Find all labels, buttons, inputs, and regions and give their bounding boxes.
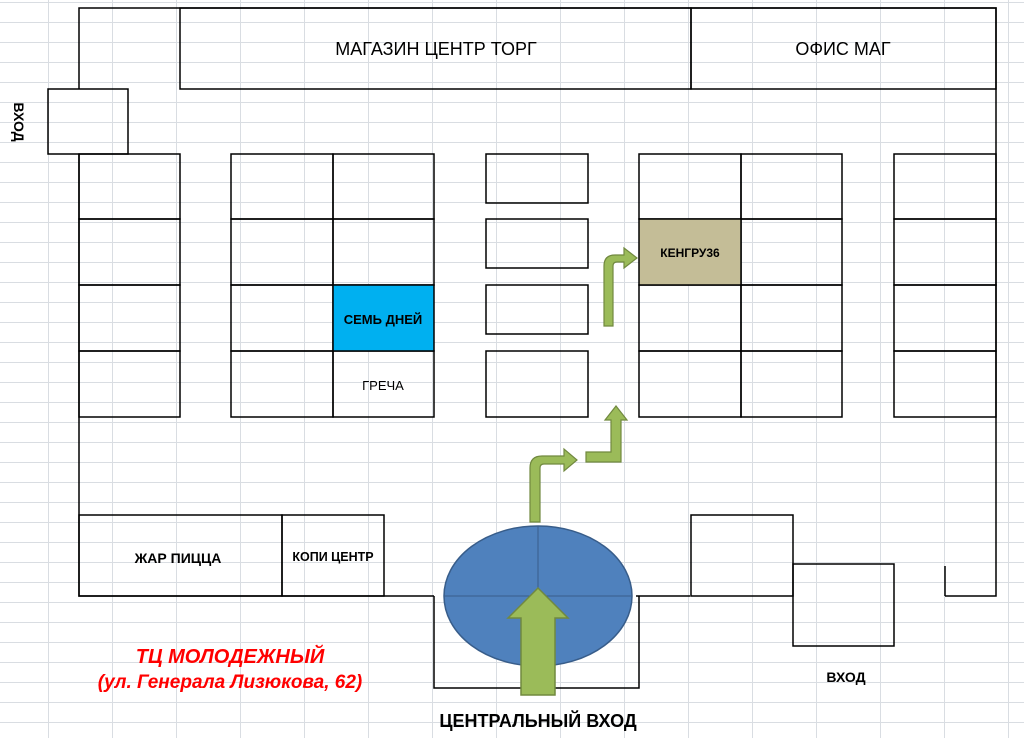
stall	[638, 153, 742, 220]
stall	[332, 218, 435, 286]
mall-address: (ул. Генерала Лизюкова, 62)	[97, 672, 363, 693]
stall	[893, 284, 997, 352]
stall	[78, 153, 181, 220]
up-arrow-icon	[506, 586, 570, 696]
stall	[740, 153, 843, 220]
stall	[230, 218, 334, 286]
stall	[690, 514, 794, 597]
store-semdney-label: СЕМЬ ДНЕЙ	[344, 312, 423, 327]
stall	[78, 218, 181, 286]
entrance-left-label: ВХОД	[11, 102, 27, 141]
stall	[230, 153, 334, 220]
route-arrow-icon	[529, 447, 578, 523]
stall	[893, 153, 997, 220]
stall	[78, 284, 181, 352]
store-ofis-label: ОФИС МАГ	[795, 39, 891, 59]
store-magazin-label: МАГАЗИН ЦЕНТР ТОРГ	[335, 39, 537, 59]
entrance-left-box	[47, 88, 129, 155]
central-entrance-label: ЦЕНТРАЛЬНЫЙ ВХОД	[439, 710, 637, 731]
stall	[740, 284, 843, 352]
stall	[638, 350, 742, 418]
stall	[740, 218, 843, 286]
route-arrow-icon	[603, 246, 638, 327]
store-kopi-box	[281, 514, 385, 597]
stall	[78, 350, 181, 418]
kiosk	[485, 284, 589, 335]
store-grecha-label: ГРЕЧА	[362, 378, 404, 393]
stall	[893, 350, 997, 418]
mall-name: ТЦ МОЛОДЕЖНЫЙ	[135, 646, 325, 668]
stall	[792, 563, 895, 647]
mall-title: ТЦ МОЛОДЕЖНЫЙ (ул. Генерала Лизюкова, 62…	[80, 644, 380, 696]
kiosk	[485, 350, 589, 418]
kiosk	[485, 218, 589, 269]
route-arrow-icon	[585, 405, 629, 463]
stall	[893, 218, 997, 286]
stall	[230, 284, 334, 352]
stall	[332, 153, 435, 220]
stall	[638, 284, 742, 352]
store-ofis-box	[690, 7, 997, 90]
stall	[740, 350, 843, 418]
store-kopi-label: КОПИ ЦЕНТР	[292, 550, 373, 564]
entrance-right-label: ВХОД	[826, 669, 865, 685]
stall	[230, 350, 334, 418]
store-zhar-label: ЖАР ПИЦЦА	[134, 550, 222, 566]
outer-wall-left	[78, 154, 434, 597]
store-kengru-box	[638, 218, 742, 286]
kiosk	[485, 153, 589, 204]
store-semdney-box	[332, 284, 435, 352]
store-kengru-label: КЕНГРУ36	[660, 246, 720, 260]
